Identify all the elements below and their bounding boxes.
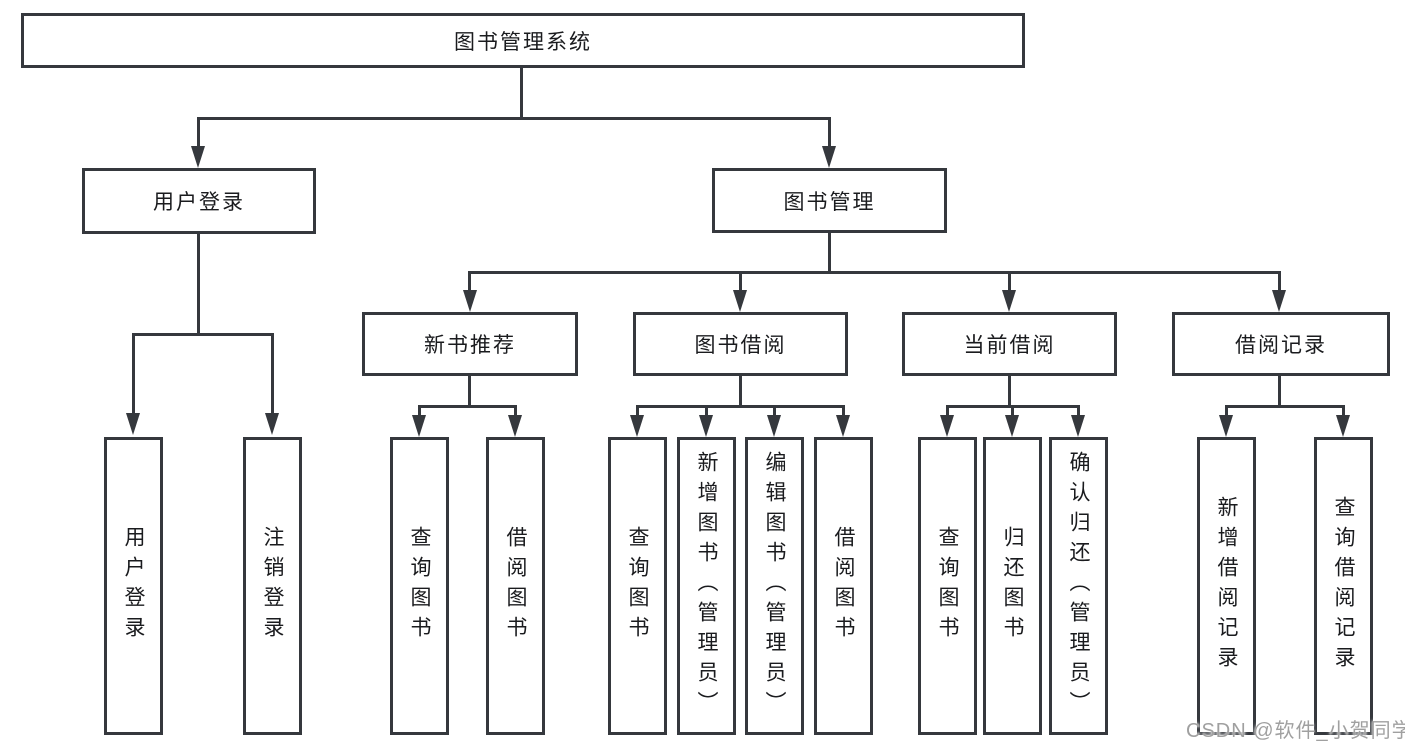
node-book-borrowing: 图书借阅	[633, 312, 848, 376]
connector-line	[1008, 271, 1011, 292]
node-label: 查询图书	[626, 526, 649, 646]
connector-line	[1225, 405, 1228, 417]
node-root: 图书管理系统	[21, 13, 1025, 68]
node-label: 图书借阅	[694, 334, 787, 357]
connector-line	[468, 271, 471, 292]
node-label: 借阅图书	[504, 526, 527, 646]
connector-line	[197, 117, 831, 120]
node-book-management: 图书管理	[712, 168, 947, 233]
arrowhead-down-icon	[1219, 415, 1233, 437]
arrowhead-down-icon	[699, 415, 713, 437]
leaf-add-borrow-record: 新增借阅记录	[1197, 437, 1256, 735]
node-label: 图书管理系统	[454, 30, 592, 54]
node-label: 新增借阅记录	[1215, 496, 1238, 676]
arrowhead-down-icon	[767, 415, 781, 437]
arrowhead-down-icon	[1336, 415, 1350, 437]
connector-line	[469, 271, 1281, 274]
connector-line	[946, 405, 949, 417]
leaf-query-books-current: 查询图书	[918, 437, 977, 735]
arrowhead-down-icon	[630, 415, 644, 437]
node-label: 用户登录	[153, 191, 245, 214]
arrowhead-down-icon	[733, 290, 747, 312]
connector-line	[418, 405, 517, 408]
connector-line	[197, 234, 200, 335]
leaf-edit-book-admin: 编辑图书（管理员）	[745, 437, 804, 735]
connector-line	[739, 376, 742, 407]
node-user-login: 用户登录	[82, 168, 316, 234]
watermark-text: CSDN @软件_小贺同学	[1186, 720, 1405, 742]
connector-line	[418, 405, 421, 417]
connector-line	[468, 376, 471, 407]
leaf-logout: 注销登录	[243, 437, 302, 735]
leaf-borrow-books-recommend: 借阅图书	[486, 437, 545, 735]
connector-line	[636, 405, 639, 417]
node-borrowing-records: 借阅记录	[1172, 312, 1390, 376]
leaf-query-borrow-record: 查询借阅记录	[1314, 437, 1373, 735]
node-label: 借阅图书	[832, 526, 855, 646]
connector-line	[197, 117, 200, 148]
arrowhead-down-icon	[1005, 415, 1019, 437]
connector-line	[1077, 405, 1080, 417]
connector-line	[1278, 271, 1281, 292]
connector-line	[132, 333, 274, 336]
node-label: 图书管理	[783, 190, 876, 214]
arrowhead-down-icon	[412, 415, 426, 437]
node-label: 新增图书（管理员）	[695, 451, 718, 721]
node-label: 注销登录	[261, 526, 284, 646]
connector-line	[842, 405, 845, 417]
arrowhead-down-icon	[940, 415, 954, 437]
leaf-query-books-borrowing: 查询图书	[608, 437, 667, 735]
arrowhead-down-icon	[822, 146, 836, 168]
connector-line	[773, 405, 776, 417]
connector-line	[1342, 405, 1345, 417]
connector-line	[271, 333, 274, 415]
node-label: 借阅记录	[1235, 334, 1327, 357]
leaf-return-book: 归还图书	[983, 437, 1042, 735]
connector-line	[636, 405, 845, 408]
connector-line	[705, 405, 708, 417]
connector-line	[1008, 376, 1011, 407]
connector-line	[739, 271, 742, 292]
node-label: 当前借阅	[963, 334, 1056, 357]
connector-line	[520, 68, 523, 119]
arrowhead-down-icon	[836, 415, 850, 437]
connector-line	[1011, 405, 1014, 417]
arrowhead-down-icon	[508, 415, 522, 437]
connector-line	[1278, 376, 1281, 407]
node-label: 查询图书	[408, 526, 431, 646]
node-label: 确认归还（管理员）	[1067, 451, 1090, 721]
arrowhead-down-icon	[126, 413, 140, 435]
leaf-query-books-recommend: 查询图书	[390, 437, 449, 735]
node-current-borrowing: 当前借阅	[902, 312, 1117, 376]
arrowhead-down-icon	[1272, 290, 1286, 312]
node-new-book-recommend: 新书推荐	[362, 312, 578, 376]
node-label: 查询借阅记录	[1332, 496, 1355, 676]
node-label: 归还图书	[1001, 526, 1024, 646]
node-label: 用户登录	[122, 526, 145, 646]
connector-line	[132, 333, 135, 415]
arrowhead-down-icon	[191, 146, 205, 168]
connector-line	[514, 405, 517, 417]
arrowhead-down-icon	[1071, 415, 1085, 437]
arrowhead-down-icon	[265, 413, 279, 435]
node-label: 新书推荐	[424, 334, 516, 357]
connector-line	[828, 233, 831, 273]
node-label: 查询图书	[936, 526, 959, 646]
arrowhead-down-icon	[1002, 290, 1016, 312]
node-label: 编辑图书（管理员）	[763, 451, 786, 721]
leaf-confirm-return-admin: 确认归还（管理员）	[1049, 437, 1108, 735]
arrowhead-down-icon	[463, 290, 477, 312]
leaf-user-login: 用户登录	[104, 437, 163, 735]
leaf-add-book-admin: 新增图书（管理员）	[677, 437, 736, 735]
leaf-borrow-books-borrowing: 借阅图书	[814, 437, 873, 735]
connector-line	[1225, 405, 1345, 408]
connector-line	[828, 117, 831, 148]
